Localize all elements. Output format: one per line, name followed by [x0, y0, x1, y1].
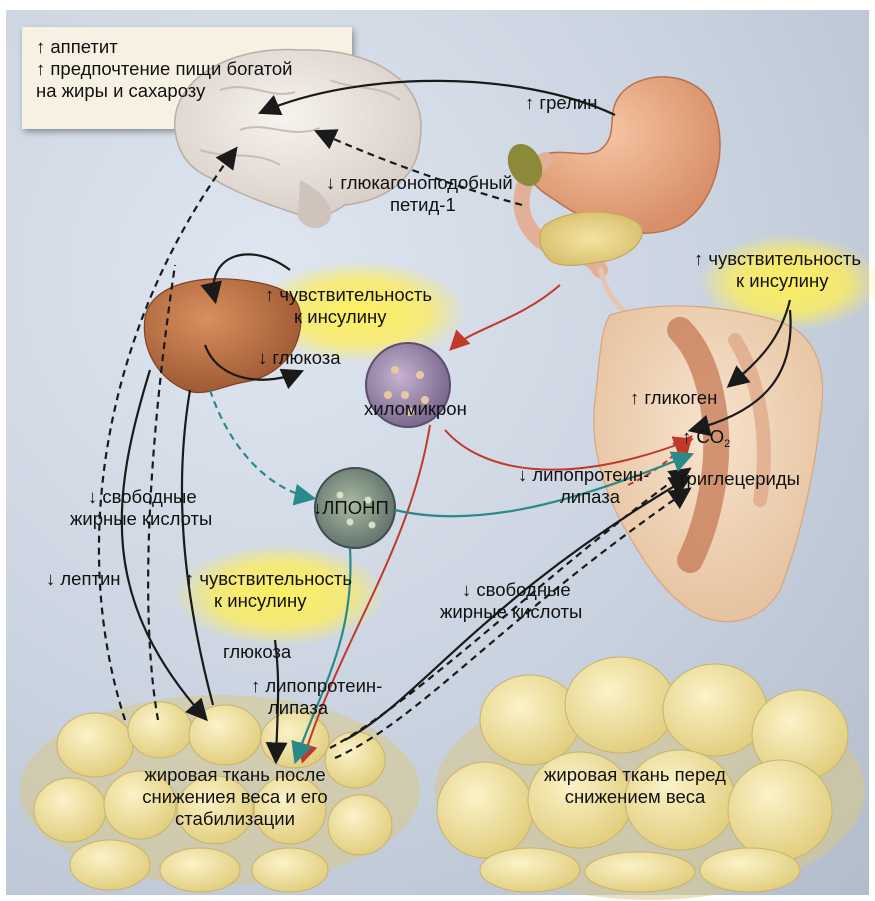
muscle-insulin-label-line1: ↑ чувствительность [694, 248, 861, 269]
liver-insulin-label-line1: ↑ чувствительность [265, 284, 432, 305]
lpl-adipose-label-line1: ↑ липопротеин- [251, 675, 382, 696]
adipose-after-label-line3: стабилизации [120, 808, 350, 829]
glp1-label-line2: петид-1 [390, 194, 456, 215]
ffa-left-label-line1: ↓ свободные [88, 486, 197, 507]
chylomicron-label: хиломикрон [364, 398, 467, 419]
ffa-right-label-line2: жирные кислоты [440, 601, 582, 622]
liver-glucose-label: ↓ глюкоза [258, 347, 341, 368]
co2-subscript: 2 [724, 438, 730, 450]
muscle-insulin-label-line2: к инсулину [736, 270, 828, 291]
glycogen-label: ↑ гликоген [630, 387, 717, 408]
ffa-left-label-line2: жирные кислоты [70, 508, 212, 529]
adipose-before-label-line1: жировая ткань перед [525, 764, 745, 785]
co2-text: ↑ CO [682, 426, 724, 447]
pancreas-icon [540, 212, 643, 266]
ghrelin-label: ↑ грелин [525, 92, 597, 113]
vldl-label: ↓ЛПОНП [313, 497, 389, 518]
triglycerides-label: триглецериды [678, 468, 800, 489]
preference-label-line2: на жиры и сахарозу [36, 80, 205, 101]
adipose-after-label-line2: снижениея веса и его [120, 786, 350, 807]
adipose-after-label-line1: жировая ткань после [120, 764, 350, 785]
co2-label: ↑ CO2 [682, 426, 730, 455]
lpl-adipose-label-line2: липаза [268, 697, 328, 718]
lpl-muscle-label-line1: ↓ липопротеин- [518, 464, 649, 485]
liver-insulin-label-line2: к инсулину [294, 306, 386, 327]
appetite-label: ↑ аппетит [36, 36, 118, 57]
adipose-before-label-line2: снижением веса [525, 786, 745, 807]
leptin-label: ↓ лептин [46, 568, 121, 589]
ffa-right-label-line1: ↓ свободные [462, 579, 571, 600]
glp1-label-line1: ↓ глюкагоноподобный [326, 172, 513, 193]
adipose-insulin-label-line1: ↑ чувствительность [185, 568, 352, 589]
lpl-muscle-label-line2: липаза [560, 486, 620, 507]
preference-label-line1: ↑ предпочтение пищи богатой [36, 58, 293, 79]
adipose-insulin-label-line2: к инсулину [214, 590, 306, 611]
adipose-glucose-label: глюкоза [223, 641, 291, 662]
